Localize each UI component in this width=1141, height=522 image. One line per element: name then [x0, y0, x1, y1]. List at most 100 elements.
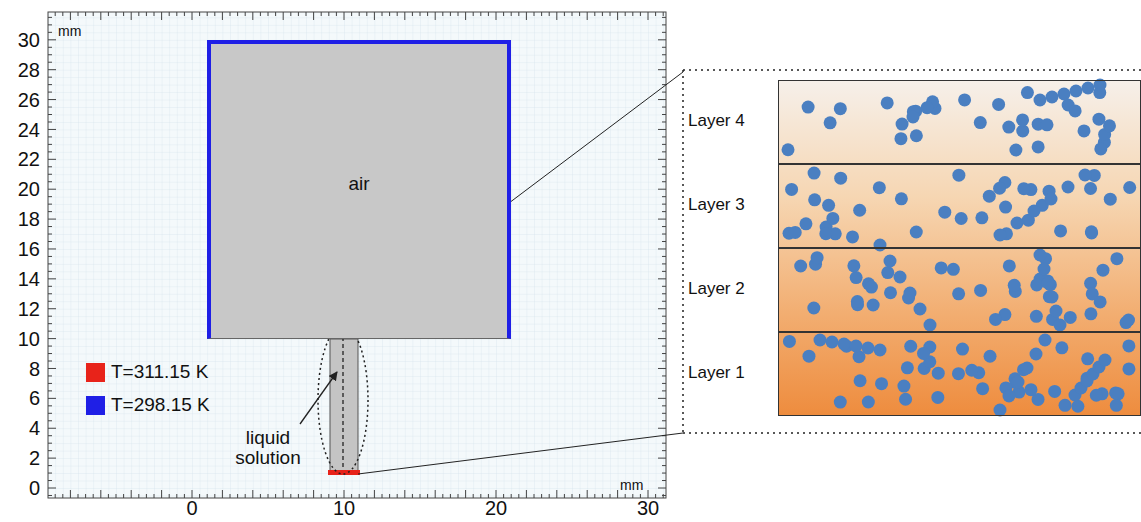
particle — [1120, 316, 1133, 329]
tick — [48, 196, 52, 197]
tick — [268, 494, 269, 498]
tick — [662, 24, 666, 25]
particle — [850, 340, 863, 353]
tick — [48, 234, 52, 235]
particle — [1059, 399, 1072, 412]
particle — [826, 212, 839, 225]
tick — [556, 12, 557, 20]
axis-tick-label: 28 — [18, 60, 40, 80]
tick — [662, 54, 666, 55]
tick — [435, 12, 436, 20]
air-region: air — [207, 40, 511, 339]
particle — [1110, 252, 1123, 265]
tick — [658, 99, 666, 100]
axis-tick-label: 30 — [637, 498, 659, 518]
tick — [587, 12, 588, 20]
tick — [662, 375, 666, 376]
tick — [564, 12, 565, 16]
tick — [662, 495, 666, 496]
tick — [511, 12, 512, 16]
tick — [48, 129, 56, 130]
particle — [1122, 339, 1135, 352]
particle — [1090, 389, 1103, 402]
tick — [662, 263, 666, 264]
tick — [48, 413, 52, 414]
tick — [260, 12, 261, 16]
particle — [983, 190, 996, 203]
tick — [78, 494, 79, 498]
particle — [1079, 169, 1092, 182]
tick — [465, 490, 466, 498]
tick — [290, 12, 291, 16]
tick — [404, 12, 405, 20]
tick — [222, 490, 223, 498]
tick — [662, 331, 666, 332]
tick — [207, 494, 208, 498]
tick — [222, 12, 223, 20]
particle — [952, 287, 965, 300]
layer-band: Layer 2 — [778, 248, 1141, 332]
tick — [192, 12, 193, 20]
tick — [534, 494, 535, 498]
tick — [48, 420, 52, 421]
particle — [974, 116, 987, 129]
tick — [366, 494, 367, 498]
tick — [48, 136, 52, 137]
axis-tick-label: 20 — [18, 179, 40, 199]
tick — [48, 323, 52, 324]
tick — [579, 494, 580, 498]
legend-swatch — [86, 396, 105, 415]
tick — [564, 494, 565, 498]
tick — [48, 458, 56, 459]
tick — [48, 174, 52, 175]
tick — [662, 151, 666, 152]
tick — [298, 494, 299, 498]
tick — [658, 189, 666, 190]
tick — [48, 211, 52, 212]
tick — [275, 12, 276, 16]
tick — [662, 47, 666, 48]
particle — [1048, 385, 1061, 398]
tick — [344, 12, 345, 20]
particle — [881, 266, 894, 279]
tick — [48, 450, 52, 451]
tick — [572, 494, 573, 498]
particle — [910, 226, 923, 239]
tick — [662, 114, 666, 115]
tick — [48, 331, 52, 332]
tick — [663, 494, 664, 498]
tick — [374, 12, 375, 20]
particle — [1110, 399, 1123, 412]
tick — [518, 494, 519, 498]
tick — [541, 12, 542, 16]
tick — [662, 405, 666, 406]
axis-tick-label: 0 — [29, 478, 40, 498]
particle — [783, 335, 796, 348]
tick — [658, 488, 666, 489]
particle — [1042, 277, 1055, 290]
tick — [662, 383, 666, 384]
axis-tick-label: 22 — [18, 149, 40, 169]
tick — [100, 490, 101, 498]
tick — [146, 12, 147, 16]
tick — [48, 151, 52, 152]
particle — [1054, 224, 1067, 237]
tick — [572, 12, 573, 16]
particle — [975, 211, 988, 224]
layer-label: Layer 1 — [688, 364, 745, 381]
particle — [994, 404, 1007, 417]
particle — [896, 118, 909, 131]
tick — [662, 480, 666, 481]
tick — [138, 494, 139, 498]
tick — [48, 99, 56, 100]
particle — [874, 344, 887, 357]
particle — [1122, 362, 1135, 375]
tick — [230, 494, 231, 498]
tick — [450, 12, 451, 16]
tick — [48, 32, 52, 33]
particle — [782, 143, 795, 156]
tick — [465, 12, 466, 20]
tick — [625, 494, 626, 498]
tick — [662, 323, 666, 324]
